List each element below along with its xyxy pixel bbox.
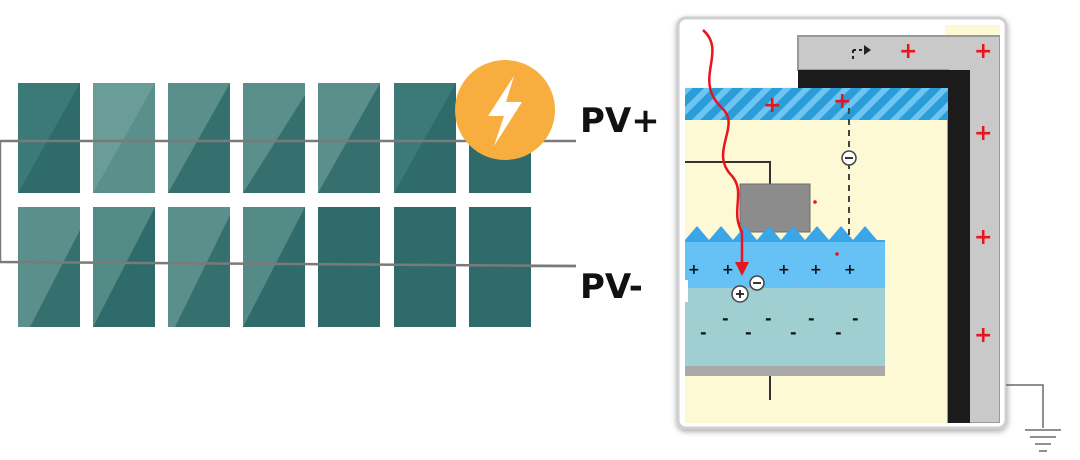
frame-charge-plus: +	[974, 323, 992, 348]
charge-dot	[813, 200, 817, 204]
pv-cell-glare	[93, 207, 155, 327]
panel-row-2	[18, 207, 531, 327]
cell-cross-section: + + + + + + + + + + + +	[676, 16, 1008, 430]
charge-dot	[835, 252, 839, 256]
substrate-charge-minus: -	[765, 309, 772, 328]
emitter-charge-plus: +	[722, 262, 734, 278]
pv-cell	[394, 207, 456, 327]
migrating-electron	[841, 150, 857, 166]
pv-cell-shade	[175, 215, 230, 327]
frame-charge-plus: +	[974, 225, 992, 250]
pv-cell-shade	[318, 83, 380, 193]
frame-charge-arrowhead	[864, 45, 871, 55]
frame-charge-plus: +	[899, 39, 917, 64]
coating-charge-plus: +	[763, 93, 781, 118]
substrate-charge-minus: -	[745, 323, 752, 342]
frame-charge-plus: +	[974, 39, 992, 64]
ground-connection	[1006, 384, 1061, 452]
pv-cell-shade	[168, 83, 230, 193]
pv-cell-shade	[30, 230, 80, 327]
pv-cell-glare	[93, 83, 155, 193]
panel-row-1	[18, 83, 531, 193]
edge-tab	[685, 280, 688, 302]
p-type-substrate	[685, 288, 885, 366]
emitter-texture	[685, 226, 885, 244]
substrate-charge-minus: -	[790, 323, 797, 342]
substrate-charge-minus: -	[835, 323, 842, 342]
substrate-charge-minus: -	[722, 309, 729, 328]
photon-arrowhead	[735, 262, 749, 276]
solar-panel: PV+ PV-	[0, 60, 660, 327]
conductive-coating-layer	[685, 88, 948, 120]
emitter-charge-plus: +	[778, 262, 790, 278]
terminal-negative-label: PV-	[580, 267, 643, 307]
emitter-charge-plus: +	[688, 262, 700, 278]
terminal-positive-label: PV+	[580, 101, 660, 141]
substrate-charge-minus: -	[700, 323, 707, 342]
front-contact	[739, 183, 811, 233]
frame-black-edge	[798, 70, 970, 423]
substrate-charge-minus: -	[808, 309, 815, 328]
frame-charge-plus: +	[974, 121, 992, 146]
electron-hole-pair	[731, 275, 765, 303]
coating-charge-plus: +	[833, 89, 851, 114]
ground-icon	[1025, 429, 1061, 452]
lightning-bolt-icon	[488, 76, 522, 146]
back-contact	[685, 366, 885, 376]
pv-cell-glare	[243, 207, 305, 327]
n-type-emitter	[685, 242, 885, 288]
positive-wire	[0, 139, 577, 268]
string-wiring	[0, 139, 577, 268]
lightning-badge	[455, 60, 555, 160]
emitter-charge-plus: +	[844, 262, 856, 278]
pv-cell	[469, 207, 531, 327]
cell-interconnect	[685, 161, 771, 184]
ground-wire	[1006, 384, 1044, 428]
emitter-charge-plus: +	[810, 262, 822, 278]
pv-cell	[318, 207, 380, 327]
pv-cell-glare	[18, 83, 80, 193]
pv-cell-shade	[243, 95, 305, 193]
photon-ray	[702, 29, 744, 266]
pv-cell-glare	[394, 83, 456, 193]
substrate-charge-minus: -	[852, 309, 859, 328]
